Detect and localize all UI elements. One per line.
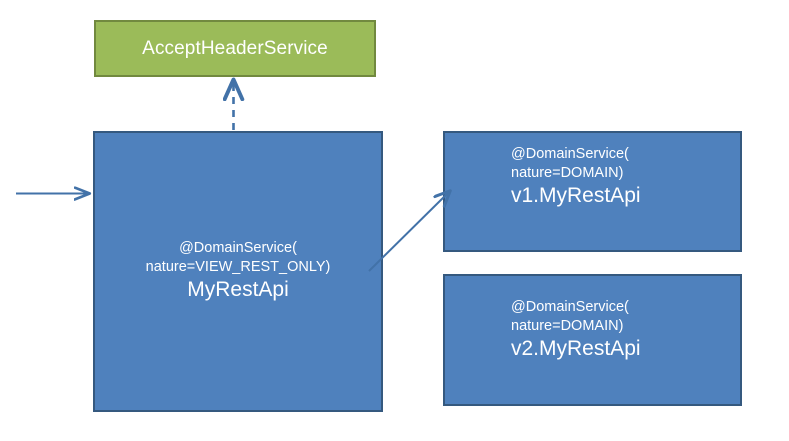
node-v1-my-rest-api-text: @DomainService( nature=DOMAIN) v1.MyRest… bbox=[511, 145, 641, 210]
node-v1-my-rest-api-class-name: v1.MyRestApi bbox=[511, 183, 641, 207]
node-my-rest-api-annotation-line1: @DomainService( bbox=[179, 240, 297, 257]
node-accept-header-service-label: AcceptHeaderService bbox=[142, 37, 328, 59]
node-my-rest-api-annotation-line2: nature=VIEW_REST_ONLY) bbox=[145, 259, 331, 276]
node-v2-my-rest-api-annotation-line2: nature=DOMAIN) bbox=[511, 317, 624, 334]
node-v1-my-rest-api-annotation-line2: nature=DOMAIN) bbox=[511, 164, 624, 181]
node-v2-my-rest-api-annotation-line1: @DomainService( bbox=[511, 299, 629, 315]
node-v1-my-rest-api-annotation-line1: @DomainService( bbox=[511, 146, 629, 162]
node-accept-header-service[interactable]: AcceptHeaderService bbox=[94, 20, 376, 77]
node-v2-my-rest-api-class-name: v2.MyRestApi bbox=[511, 336, 641, 360]
node-v2-my-rest-api[interactable]: @DomainService( nature=DOMAIN) v2.MyRest… bbox=[443, 274, 742, 406]
node-my-rest-api-class-name: MyRestApi bbox=[187, 277, 289, 301]
node-v2-my-rest-api-text: @DomainService( nature=DOMAIN) v2.MyRest… bbox=[511, 298, 641, 363]
node-my-rest-api[interactable]: @DomainService( nature=VIEW_REST_ONLY) M… bbox=[93, 131, 383, 412]
node-v1-my-rest-api[interactable]: @DomainService( nature=DOMAIN) v1.MyRest… bbox=[443, 131, 742, 252]
node-my-rest-api-text: @DomainService( nature=VIEW_REST_ONLY) M… bbox=[146, 239, 331, 304]
